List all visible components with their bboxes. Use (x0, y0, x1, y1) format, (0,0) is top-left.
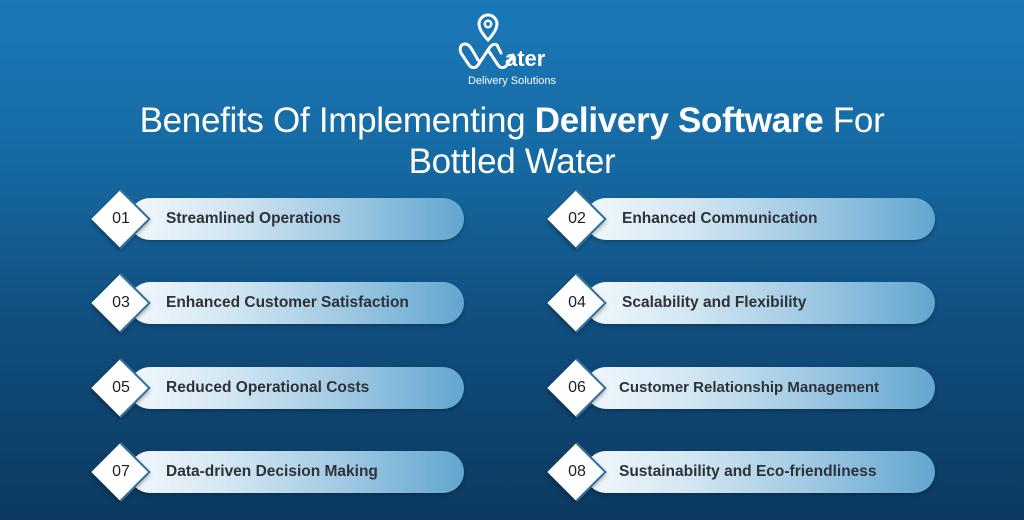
benefit-pill: Enhanced Customer Satisfaction (129, 282, 464, 324)
benefit-number: 01 (112, 210, 130, 227)
logo-wordmark: ater (505, 46, 546, 71)
brand-logo: ater Delivery Solutions (0, 12, 1024, 87)
benefit-number: 06 (568, 379, 586, 396)
benefit-item-05: Reduced Operational Costs 05 (91, 358, 471, 418)
benefit-pill: Sustainability and Eco-friendliness (585, 451, 935, 493)
benefit-label: Data-driven Decision Making (166, 463, 378, 480)
number-badge: 04 (547, 273, 607, 333)
benefit-item-02: Enhanced Communication 02 (547, 189, 942, 249)
benefit-number: 04 (568, 294, 586, 311)
location-pin-icon (458, 13, 515, 70)
benefit-number: 03 (112, 294, 130, 311)
benefit-item-06: Customer Relationship Management 06 (547, 358, 942, 418)
benefit-pill: Data-driven Decision Making (129, 451, 464, 493)
benefit-item-08: Sustainability and Eco-friendliness 08 (547, 442, 942, 502)
number-badge: 01 (91, 189, 151, 249)
benefit-label: Scalability and Flexibility (622, 294, 807, 311)
number-badge: 02 (547, 189, 607, 249)
benefit-item-01: Streamlined Operations 01 (91, 189, 471, 249)
benefit-item-07: Data-driven Decision Making 07 (91, 442, 471, 502)
benefit-number: 02 (568, 210, 586, 227)
number-badge: 07 (91, 442, 151, 502)
title-part1: Benefits Of Implementing (139, 101, 535, 140)
benefit-label: Enhanced Customer Satisfaction (166, 294, 409, 311)
benefit-label: Sustainability and Eco-friendliness (619, 463, 877, 480)
title-part2: For (823, 101, 885, 140)
logo-subtitle: Delivery Solutions (467, 75, 557, 87)
benefit-item-03: Enhanced Customer Satisfaction 03 (91, 273, 471, 333)
number-badge: 03 (91, 273, 151, 333)
benefit-pill: Customer Relationship Management (585, 367, 935, 409)
title-line2: Bottled Water (408, 142, 616, 181)
benefit-pill: Reduced Operational Costs (129, 367, 464, 409)
benefit-number: 05 (112, 379, 130, 396)
benefit-pill: Scalability and Flexibility (585, 282, 935, 324)
benefit-item-04: Scalability and Flexibility 04 (547, 273, 942, 333)
benefit-label: Streamlined Operations (166, 210, 341, 227)
logo-mark: ater (457, 12, 567, 72)
benefit-label: Customer Relationship Management (619, 379, 880, 396)
number-badge: 08 (547, 442, 607, 502)
benefit-pill: Streamlined Operations (129, 198, 464, 240)
benefit-label: Enhanced Communication (622, 210, 818, 227)
number-badge: 05 (91, 358, 151, 418)
benefit-label: Reduced Operational Costs (166, 379, 370, 396)
benefit-number: 07 (112, 463, 130, 480)
page-title: Benefits Of Implementing Delivery Softwa… (0, 100, 1024, 182)
benefit-pill: Enhanced Communication (585, 198, 935, 240)
title-bold: Delivery Software (534, 101, 824, 140)
number-badge: 06 (547, 358, 607, 418)
benefit-number: 08 (568, 463, 586, 480)
